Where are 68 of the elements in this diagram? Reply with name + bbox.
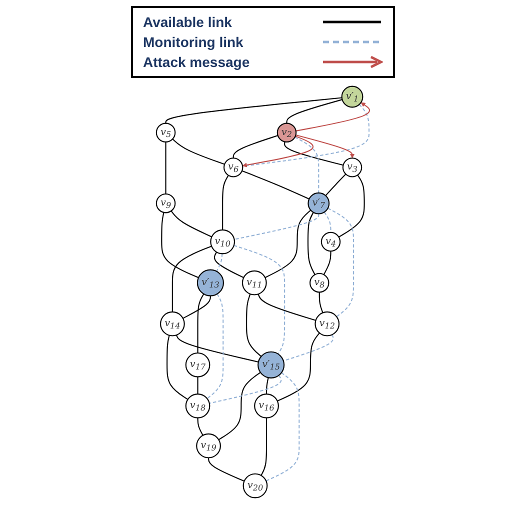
connector <box>324 212 332 232</box>
connector <box>208 458 244 482</box>
connector <box>216 254 223 272</box>
connector <box>197 418 204 436</box>
connector <box>234 244 286 354</box>
node-circle: v$_{18}$ <box>185 394 210 418</box>
connector <box>338 174 365 238</box>
connector <box>197 376 198 394</box>
node-circle: v$_{12}$ <box>314 311 340 336</box>
node-circle: v$_{4}$ <box>320 232 341 252</box>
connector <box>161 212 199 278</box>
connector <box>277 332 320 402</box>
connector <box>284 142 344 166</box>
connector <box>165 97 342 124</box>
connector <box>286 99 342 124</box>
connector <box>206 294 224 399</box>
connector <box>266 372 300 482</box>
connector <box>246 294 262 357</box>
connector <box>323 251 332 275</box>
connector <box>218 372 261 440</box>
connector <box>176 334 258 362</box>
connector <box>222 175 229 230</box>
node-circle: v$_{19}$ <box>196 433 221 458</box>
node-circle: v$_{20}$ <box>242 473 268 498</box>
legend-text: Monitoring link <box>143 34 244 50</box>
connector <box>214 252 244 278</box>
connector <box>325 174 346 196</box>
connector <box>209 375 282 404</box>
node-circle: v′$_{13}$ <box>196 269 224 296</box>
connector <box>170 210 212 238</box>
connector <box>165 142 166 194</box>
connector <box>318 292 324 313</box>
connector <box>294 136 320 193</box>
connector <box>258 294 316 321</box>
connector <box>283 334 334 362</box>
connector <box>328 208 354 318</box>
legend-text: Attack message <box>143 54 250 70</box>
arrow <box>242 136 314 168</box>
node-circle: v$_{14}$ <box>160 311 185 336</box>
connector <box>260 418 268 476</box>
connector <box>172 138 225 165</box>
legend-text: Available link <box>143 14 232 30</box>
connector <box>264 210 312 278</box>
node-circle: v$_{3}$ <box>342 158 362 178</box>
node-circle: v′$_{15}$ <box>258 351 285 378</box>
arrow <box>296 102 370 132</box>
node-circle: v$_{5}$ <box>156 122 176 142</box>
connector <box>182 296 211 319</box>
node-circle: v$_{2}$ <box>276 122 297 142</box>
connector <box>266 378 269 394</box>
node-circle: v′$_{1}$ <box>341 86 364 108</box>
node-circle: v′$_{7}$ <box>308 192 330 214</box>
connector <box>197 294 204 353</box>
node-circle: v$_{10}$ <box>210 229 236 254</box>
connector <box>242 170 310 200</box>
node-circle: v$_{16}$ <box>254 394 279 418</box>
connector <box>242 104 370 167</box>
connector <box>232 135 278 158</box>
connector <box>307 212 316 275</box>
node-circle: v$_{8}$ <box>310 272 330 293</box>
arrow <box>296 134 355 158</box>
node-circle: v$_{6}$ <box>223 158 244 178</box>
connector <box>166 335 188 400</box>
connector <box>234 214 320 240</box>
node-circle: v$_{17}$ <box>185 352 210 378</box>
connector <box>172 246 212 312</box>
node-circle: v$_{9}$ <box>156 193 176 214</box>
node-circle: v$_{11}$ <box>242 270 267 296</box>
